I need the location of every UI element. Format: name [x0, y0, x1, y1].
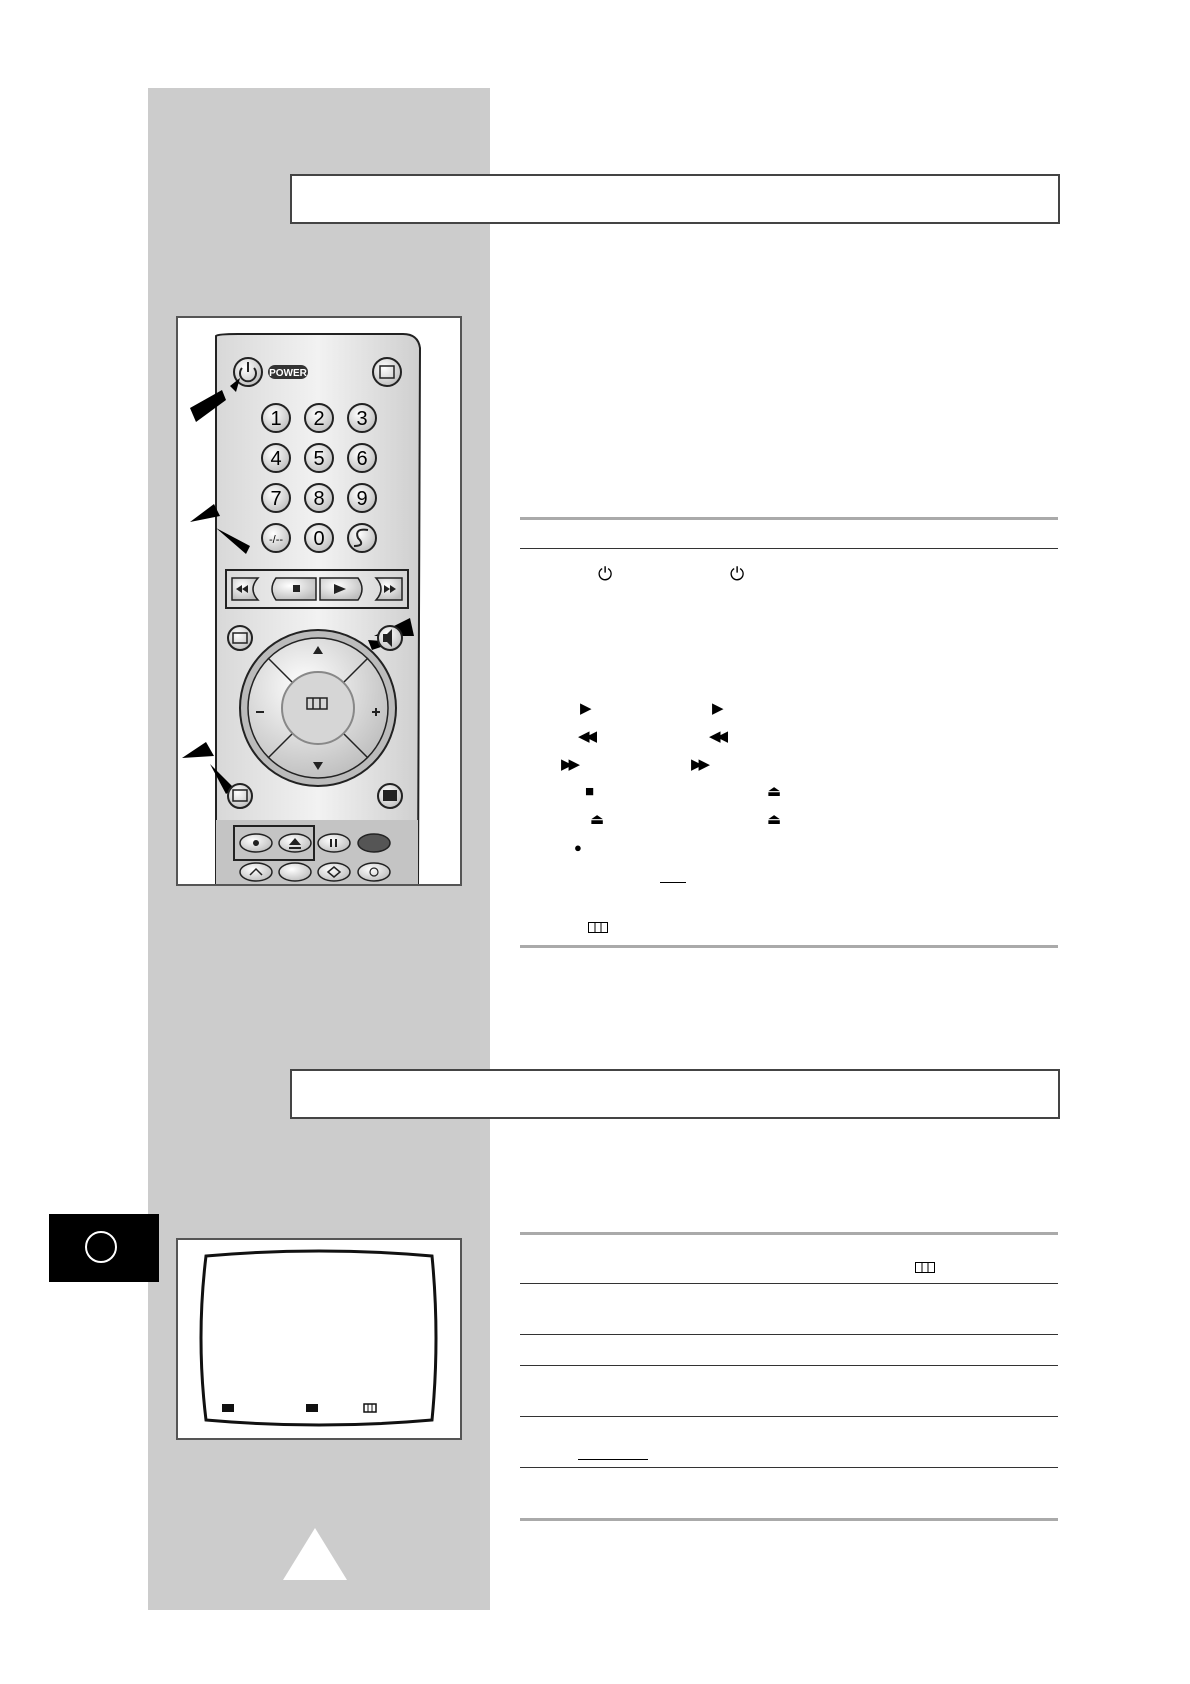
svg-text:6: 6 — [356, 448, 367, 470]
mute-button[interactable] — [377, 625, 403, 651]
rewind-icon: ◀◀ — [709, 728, 728, 745]
rule-2 — [520, 1283, 1058, 1284]
svg-text:2: 2 — [313, 408, 324, 430]
power-button[interactable] — [233, 357, 263, 387]
rule-top-2 — [520, 1232, 1058, 1235]
menu-icon — [363, 1403, 377, 1413]
section-title-box-2 — [290, 1069, 1060, 1119]
power-icon: ⏻ — [598, 564, 613, 584]
swap-button[interactable] — [377, 783, 403, 809]
digit-button[interactable]: 0 — [304, 523, 334, 553]
stop-icon: ■ — [585, 783, 595, 800]
svg-text:0: 0 — [313, 528, 324, 550]
rewind-icon: ◀◀ — [578, 728, 597, 745]
rule-top-1 — [520, 517, 1058, 520]
tv-screen-svg — [199, 1249, 438, 1427]
power-icon: ⏻ — [730, 564, 745, 584]
svg-text:-/--: -/-- — [269, 534, 283, 546]
svg-text:4: 4 — [270, 448, 281, 470]
bottom-row-buttons[interactable] — [239, 862, 391, 882]
svg-text:9: 9 — [356, 488, 367, 510]
rule-3 — [520, 1334, 1058, 1335]
menu-icon — [588, 922, 608, 933]
nav-up-icon — [313, 646, 323, 654]
fast-forward-button[interactable] — [374, 577, 403, 601]
tv-screen-illustration — [176, 1238, 462, 1440]
section-title-box-1 — [290, 174, 1060, 224]
digit-button[interactable]: 7 — [261, 483, 291, 513]
menu-icon — [306, 697, 328, 710]
eject-icon: ⏏ — [590, 811, 605, 828]
play-button[interactable] — [319, 577, 363, 601]
digit-button[interactable]: -/-- — [261, 523, 291, 553]
fast-forward-icon: ▶▶ — [561, 756, 580, 773]
underline-1 — [660, 882, 686, 883]
svg-text:1: 1 — [270, 408, 281, 430]
svg-text:3: 3 — [356, 408, 367, 430]
digit-button[interactable]: 9 — [347, 483, 377, 513]
nav-down-icon — [313, 762, 323, 770]
remote-control-svg: POWER 1 2 3 4 5 6 7 8 9 -/-- 0 — [182, 333, 422, 884]
rule-1 — [520, 548, 1058, 549]
pip-button[interactable] — [227, 783, 253, 809]
record-icon: ● — [574, 840, 582, 855]
digit-button[interactable]: 8 — [304, 483, 334, 513]
eject-icon: ⏏ — [767, 811, 782, 828]
language-tab — [49, 1214, 159, 1282]
menu-icon — [915, 1262, 935, 1273]
digit-button[interactable]: 2 — [304, 403, 334, 433]
fast-forward-icon: ▶▶ — [691, 756, 710, 773]
digit-button[interactable]: 3 — [347, 403, 377, 433]
play-icon: ▶ — [580, 700, 592, 717]
page-arrow-up-icon — [283, 1528, 347, 1580]
rule-5 — [520, 1416, 1058, 1417]
record-eject-group — [233, 825, 315, 861]
digit-button[interactable]: 4 — [261, 443, 291, 473]
remote-control-illustration: POWER 1 2 3 4 5 6 7 8 9 -/-- 0 — [176, 316, 462, 886]
transport-group — [225, 569, 409, 609]
menu-button[interactable] — [281, 671, 355, 745]
eject-button[interactable] — [278, 833, 312, 853]
select-icon — [306, 1404, 318, 1412]
number-pad: 1 2 3 4 5 6 7 8 9 -/-- 0 — [261, 403, 377, 553]
navigation-pad[interactable] — [239, 629, 397, 787]
input-button[interactable] — [372, 357, 402, 387]
digit-button[interactable]: 1 — [261, 403, 291, 433]
rule-bottom-2 — [520, 1518, 1058, 1521]
stop-button[interactable] — [271, 577, 317, 601]
record-button[interactable] — [239, 833, 273, 853]
move-icon — [222, 1404, 234, 1412]
speed-button[interactable] — [357, 833, 391, 853]
digit-button[interactable]: 5 — [304, 443, 334, 473]
digit-button[interactable]: 6 — [347, 443, 377, 473]
rewind-button[interactable] — [231, 577, 260, 601]
rule-4 — [520, 1365, 1058, 1366]
svg-text:8: 8 — [313, 488, 324, 510]
power-label-badge — [268, 365, 308, 379]
svg-text:5: 5 — [313, 448, 324, 470]
prev-channel-button[interactable] — [347, 523, 377, 553]
power-label: POWER — [269, 368, 308, 379]
eject-icon: ⏏ — [767, 783, 782, 800]
underline-2 — [578, 1459, 648, 1460]
language-circle-icon — [85, 1231, 117, 1263]
play-icon: ▶ — [712, 700, 724, 717]
rule-bottom-1 — [520, 945, 1058, 948]
rule-6 — [520, 1467, 1058, 1468]
svg-text:7: 7 — [270, 488, 281, 510]
pause-button[interactable] — [317, 833, 351, 853]
vcr-tv-button[interactable] — [227, 625, 253, 651]
